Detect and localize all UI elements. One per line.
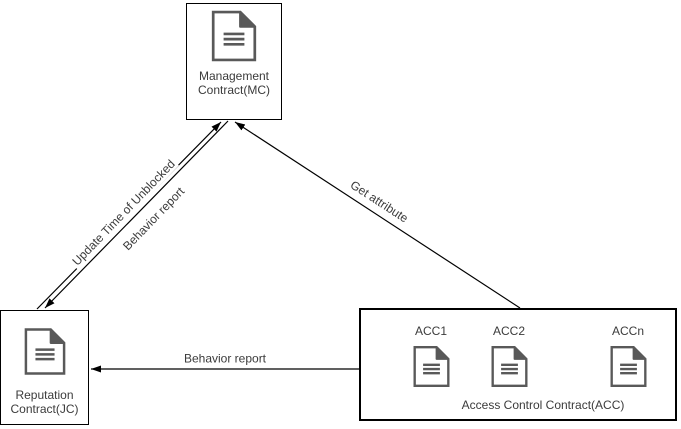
edge-behavior-report-mc-jc-arrow (44, 120, 229, 309)
acc1-label: ACC1 (414, 324, 448, 338)
jc-node-label: Reputation Contract(JC) (10, 388, 78, 416)
acc-node-caption: Access Control Contract(ACC) (461, 398, 625, 412)
document-icon (24, 328, 65, 375)
mc-node-label: Management Contract(MC) (198, 69, 270, 97)
reputation-contract-node: Reputation Contract(JC) (0, 310, 89, 425)
document-icon (413, 345, 450, 388)
edge-label-behavior-report-acc-jc: Behavior report (181, 351, 269, 366)
access-control-contract-node: ACC1 ACC2 ACCn (359, 308, 677, 421)
edge-get-attribute-arrow (234, 121, 521, 309)
acc2-label: ACC2 (492, 324, 526, 338)
document-icon (610, 345, 647, 388)
accn-label: ACCn (611, 324, 645, 338)
mc-node-label-line1: Management (198, 69, 270, 83)
mc-node-label-line2: Contract(MC) (197, 83, 270, 97)
jc-node-label-line1: Reputation (15, 388, 74, 402)
document-icon (211, 10, 257, 62)
management-contract-node: Management Contract(MC) (186, 3, 282, 120)
jc-node-label-line2: Contract(JC) (10, 402, 79, 416)
document-icon (491, 345, 528, 388)
